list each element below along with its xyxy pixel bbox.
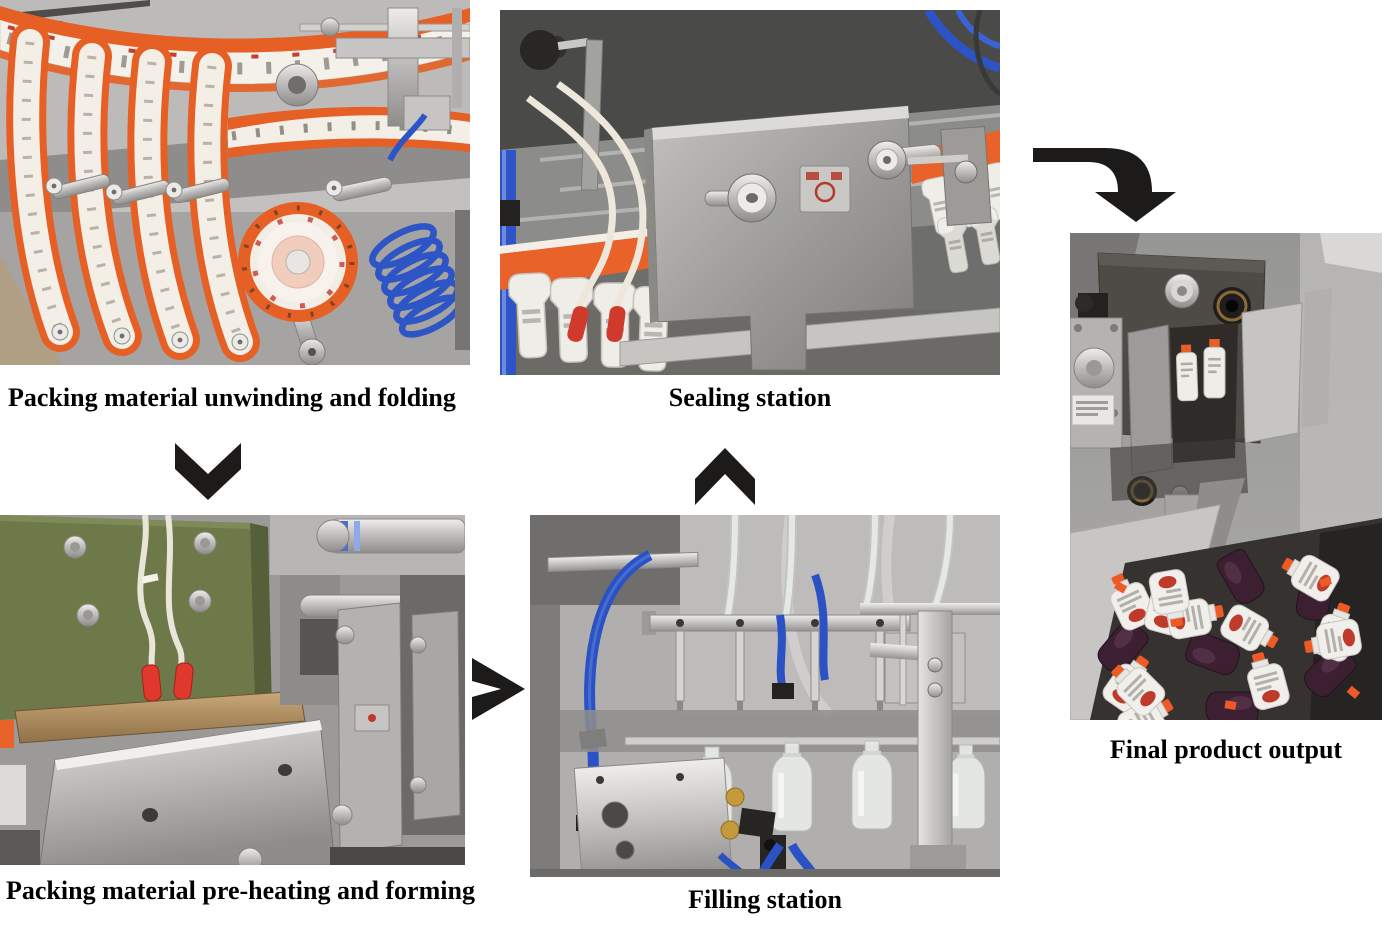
film-roll — [238, 202, 358, 365]
filling-photo-illustration — [530, 515, 1000, 877]
pneumatic-tubes — [924, 10, 1000, 97]
label-unwinding: Packing material unwinding and folding — [8, 383, 456, 412]
up-chevron-arrow-icon — [695, 448, 755, 505]
unwinding-photo-illustration — [0, 0, 470, 365]
preheating-photo-illustration — [0, 515, 465, 865]
seal-fitting-left — [704, 173, 777, 223]
finished-sachet-pile — [1092, 544, 1365, 720]
photo-sealing-station — [500, 10, 1000, 375]
photo-filling-station — [530, 515, 1000, 877]
label-sealing: Sealing station — [668, 383, 832, 412]
photo-preheating-forming-station — [0, 515, 465, 865]
heater-cables — [525, 81, 647, 312]
bent-arrow-icon — [1033, 148, 1176, 222]
seal-fitting-right — [867, 140, 942, 180]
down-chevron-arrow-icon — [175, 443, 241, 500]
forming-mold-plates — [331, 602, 461, 854]
green-heater-board — [0, 515, 272, 720]
right-chevron-arrow-icon — [472, 658, 525, 720]
sealing-photo-illustration — [500, 10, 1000, 375]
frame-post — [869, 610, 966, 876]
filling-nozzles — [675, 630, 885, 711]
label-output: Final product output — [1109, 735, 1343, 764]
output-photo-illustration — [1070, 233, 1382, 720]
label-filling: Filling station — [688, 885, 842, 914]
air-cylinder-block — [573, 757, 786, 877]
heater-wires — [137, 515, 185, 672]
blue-coil-hose — [369, 113, 464, 338]
machine-nameplate — [799, 165, 851, 213]
photo-unwinding-station — [0, 0, 470, 365]
label-preheating: Packing material pre-heating and forming — [6, 876, 475, 905]
output-chute-mechanism — [1070, 252, 1332, 506]
machine-frame — [299, 7, 470, 131]
photo-final-product-output — [1070, 233, 1382, 720]
